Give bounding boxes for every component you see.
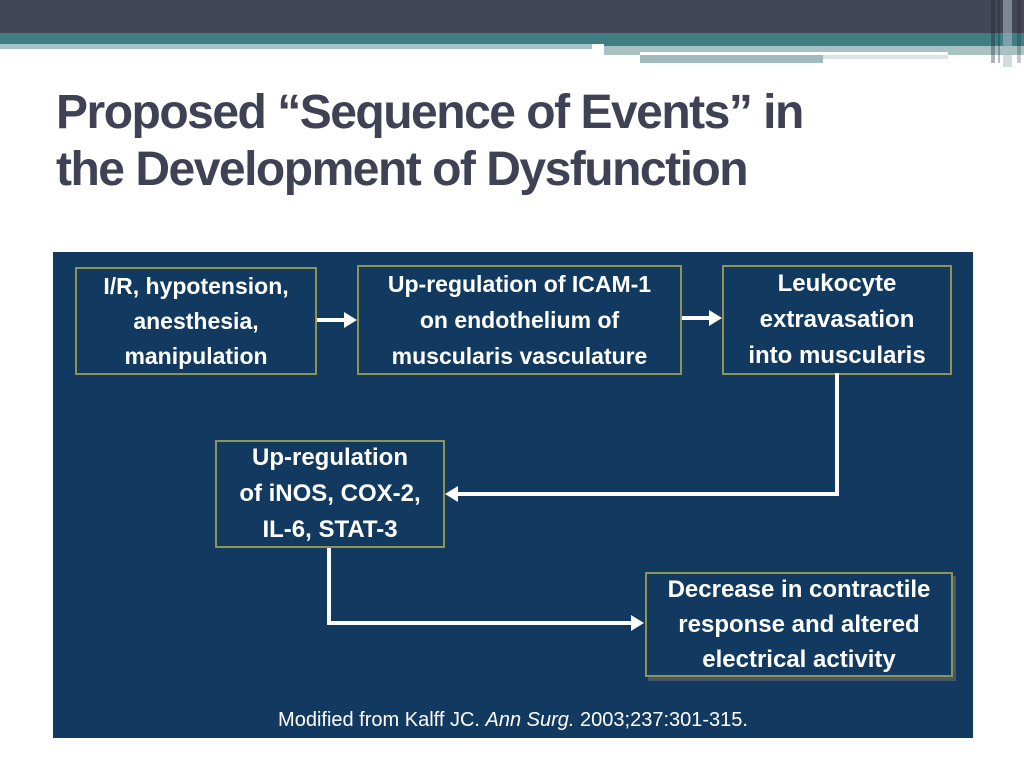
flowchart-panel: I/R, hypotension, anesthesia, manipulati… xyxy=(53,252,973,738)
flow-box-leukocyte-line: into muscularis xyxy=(748,342,926,369)
header-bar-teal xyxy=(0,33,1024,44)
arrow-trigger-to-icam-head xyxy=(344,312,357,328)
citation-prefix: Modified from Kalff JC. xyxy=(278,709,486,731)
header-vertical-stripe-4 xyxy=(1017,0,1021,63)
arrow-trigger-to-icam-shaft xyxy=(317,318,345,322)
flow-box-inos-line: IL-6, STAT-3 xyxy=(262,516,398,543)
flow-box-decrease-line: electrical activity xyxy=(702,646,896,673)
arrow-inos-to-decrease-head xyxy=(631,615,644,631)
flow-box-inos-line: of iNOS, COX-2, xyxy=(239,480,421,507)
flow-box-icam-line: muscularis vasculature xyxy=(391,343,648,369)
citation-suffix: 2003;237:301-315. xyxy=(574,709,748,731)
flow-box-trigger-line: I/R, hypotension, xyxy=(103,272,289,299)
flow-box-decrease-line: response and altered xyxy=(678,611,920,638)
header-vertical-stripe-1 xyxy=(991,0,995,63)
header-bar-pale-right xyxy=(604,46,1024,55)
arrow-leukocyte-to-inos-horizontal xyxy=(458,492,839,496)
header-vertical-stripe-3 xyxy=(1003,0,1012,67)
flow-box-trigger-line: manipulation xyxy=(124,342,268,369)
flow-box-inos-line: Up-regulation xyxy=(252,444,408,471)
flow-box-leukocyte-line: extravasation xyxy=(759,306,915,333)
arrow-inos-to-decrease-vertical xyxy=(327,548,331,625)
header-bar-pale-step xyxy=(640,55,823,63)
flow-box-leukocyte: Leukocyte extravasation into muscularis xyxy=(722,265,952,375)
page-title: Proposed “Sequence of Events” in the Dev… xyxy=(56,84,956,198)
citation: Modified from Kalff JC. Ann Surg. 2003;2… xyxy=(53,709,973,732)
arrow-icam-to-leukocyte-head xyxy=(709,310,722,326)
header-bar-pale-step-light xyxy=(823,55,948,59)
flow-box-trigger: I/R, hypotension, anesthesia, manipulati… xyxy=(75,267,317,375)
flow-box-icam-line: on endothelium of xyxy=(419,307,620,333)
header-bar-white-line xyxy=(640,52,948,55)
arrow-leukocyte-to-inos-head xyxy=(445,486,458,502)
header-bar-pale-left xyxy=(0,44,592,49)
header-bar-teal-right xyxy=(604,33,1024,46)
citation-journal: Ann Surg. xyxy=(485,709,575,731)
flow-box-leukocyte-line: Leukocyte xyxy=(777,270,897,297)
flow-box-trigger-line: anesthesia, xyxy=(133,307,259,334)
header-vertical-stripe-2 xyxy=(998,0,1000,63)
page-title-line-1: Proposed “Sequence of Events” in xyxy=(56,86,804,139)
page-title-line-2: the Development of Dysfunction xyxy=(56,143,749,196)
arrow-inos-to-decrease-horizontal xyxy=(327,621,632,625)
flow-box-inos: Up-regulation of iNOS, COX-2, IL-6, STAT… xyxy=(215,440,445,548)
arrow-leukocyte-to-inos-vertical xyxy=(835,373,839,496)
flow-box-icam-line: Up-regulation of ICAM-1 xyxy=(387,271,652,297)
flow-box-decrease-line: Decrease in contractile xyxy=(667,576,931,603)
flow-box-decrease: Decrease in contractile response and alt… xyxy=(645,572,953,677)
flow-box-icam: Up-regulation of ICAM-1 on endothelium o… xyxy=(357,265,682,375)
header-bar-dark xyxy=(0,0,1024,33)
arrow-icam-to-leukocyte-shaft xyxy=(682,316,710,320)
